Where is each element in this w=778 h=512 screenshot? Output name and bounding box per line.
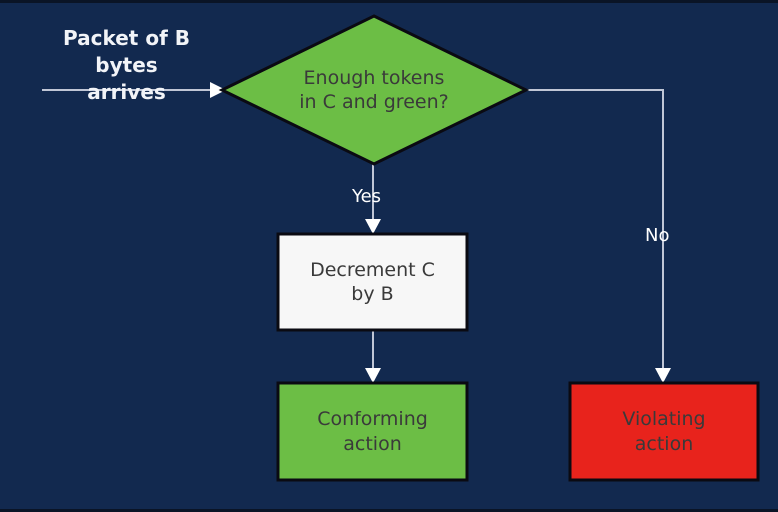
edge-no-branch <box>527 89 671 383</box>
edge-decrement-to-conforming <box>365 330 381 383</box>
conforming-action-shape[interactable] <box>276 381 469 482</box>
violating-action-shape[interactable] <box>568 381 760 482</box>
edge-packet-arrival <box>42 82 226 98</box>
decrement-process-shape[interactable] <box>276 232 469 332</box>
enough-tokens-decision-shape[interactable] <box>218 14 530 166</box>
flowchart-vector-layer <box>42 14 760 482</box>
edge-yes-branch <box>365 163 381 234</box>
